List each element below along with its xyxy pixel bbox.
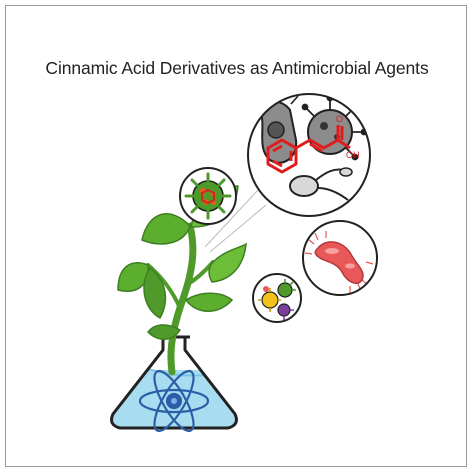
virus-icon <box>184 172 232 220</box>
bacteria-circle <box>302 220 378 296</box>
figure-frame <box>5 5 467 467</box>
molecule-label-hydroxyl: OH <box>346 150 360 160</box>
green-virus-circle <box>179 167 237 225</box>
atom-icon <box>138 369 210 433</box>
molecule-label-oxygen: O <box>336 114 343 124</box>
figure-title: Cinnamic Acid Derivatives as Antimicrobi… <box>45 58 429 78</box>
virus-icon <box>277 279 296 298</box>
fungal-hypha-icon <box>289 167 353 201</box>
cinnamic-acid-molecule <box>266 125 351 174</box>
molecule-zoom-circle: O OH <box>247 93 371 217</box>
erlenmeyer-flask-icon <box>110 335 238 433</box>
zoom-lines <box>204 189 267 253</box>
microbes-circle <box>252 273 302 323</box>
virus-icon <box>277 303 294 320</box>
virus-icon <box>258 288 281 312</box>
